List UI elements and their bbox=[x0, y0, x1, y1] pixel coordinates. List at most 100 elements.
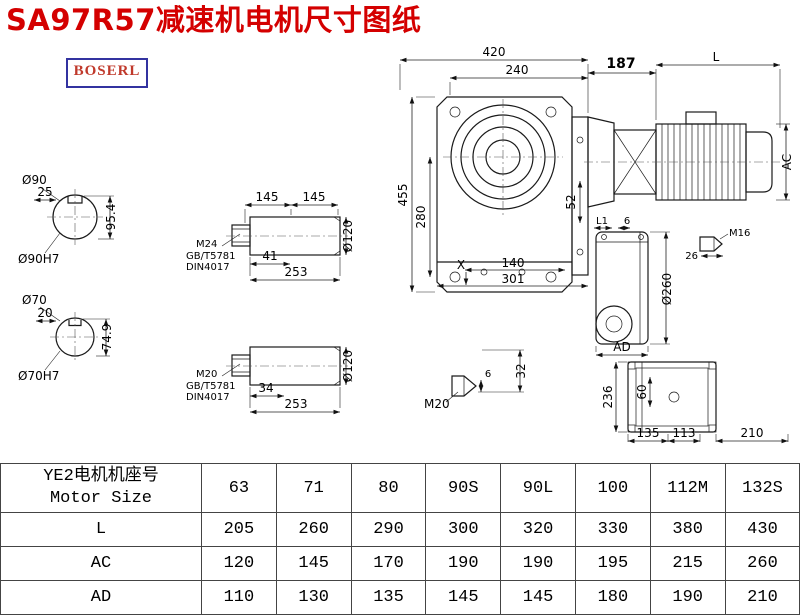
table-cell: 380 bbox=[649, 512, 726, 547]
table-cell: 170 bbox=[350, 546, 427, 581]
motor-side-view bbox=[584, 111, 780, 208]
table-cell: 320 bbox=[500, 512, 576, 547]
label-m24: M24 bbox=[196, 239, 217, 250]
dim-280: 280 bbox=[414, 206, 428, 229]
motor-size-col: 80 bbox=[350, 463, 427, 513]
motor-size-col: 112M bbox=[649, 463, 726, 513]
motor-dimensions: 187 L AC bbox=[588, 50, 794, 201]
dim-210: 210 bbox=[741, 426, 764, 440]
table-cell: 135 bbox=[350, 580, 427, 615]
dim-34: 34 bbox=[258, 381, 273, 395]
dim-6b: 6 bbox=[485, 369, 491, 380]
dim-113: 113 bbox=[673, 426, 696, 440]
technical-drawing: 420 240 455 280 52 140 301 X bbox=[18, 45, 794, 444]
table-header-cell: YE2电机机座号 Motor Size bbox=[0, 463, 202, 513]
table-row-AC: AC 120 145 170 190 190 195 215 260 bbox=[0, 546, 800, 581]
table-cell: 180 bbox=[574, 580, 651, 615]
boserl-logo: BOSERL bbox=[66, 58, 148, 88]
table-cell: 110 bbox=[201, 580, 277, 615]
page-title: SA97R57减速机电机尺寸图纸 bbox=[6, 3, 422, 37]
label-dia70: Ø70 bbox=[22, 293, 47, 307]
dim-L: L bbox=[713, 50, 720, 64]
pin-detail: 6 32 M20 bbox=[424, 349, 528, 411]
shaft-detail-bottom: Ø120 M20 GB/T5781 DIN4017 34 253 bbox=[186, 346, 355, 415]
row-label: AC bbox=[0, 546, 202, 581]
motor-dimension-table: YE2电机机座号 Motor Size 63 71 80 90S 90L 100… bbox=[0, 463, 800, 615]
motor-size-col: 100 bbox=[574, 463, 651, 513]
dim-dia120-2: Ø120 bbox=[341, 350, 355, 382]
dim-140: 140 bbox=[502, 256, 525, 270]
dim-135: 135 bbox=[637, 426, 660, 440]
motor-size-col: 63 bbox=[201, 463, 277, 513]
dim-26: 26 bbox=[685, 251, 698, 262]
dim-187: 187 bbox=[606, 56, 635, 72]
dim-L1: L1 bbox=[596, 216, 608, 227]
dim-301: 301 bbox=[502, 272, 525, 286]
label-m16: M16 bbox=[729, 228, 750, 239]
motor-size-col: 90L bbox=[500, 463, 576, 513]
dim-240: 240 bbox=[506, 63, 529, 77]
table-row-L: L 205 260 290 300 320 330 380 430 bbox=[0, 512, 800, 547]
dim-455: 455 bbox=[396, 184, 410, 207]
shaft-end-view-70: Ø70 20 74.9 Ø70H7 bbox=[18, 293, 114, 383]
label-dia90h7: Ø90H7 bbox=[18, 252, 59, 266]
shaft-detail-top: 145 145 Ø120 M24 GB/T5781 DIN4017 41 253 bbox=[186, 190, 355, 283]
table-cell: 210 bbox=[724, 580, 800, 615]
gearbox-front-view bbox=[436, 96, 589, 293]
dim-253-1: 253 bbox=[285, 265, 308, 279]
table-header-en: Motor Size bbox=[49, 489, 153, 508]
table-header-cn: YE2电机机座号 bbox=[43, 467, 159, 486]
table-cell: 145 bbox=[425, 580, 502, 615]
table-cell: 430 bbox=[724, 512, 800, 547]
dim-AC: AC bbox=[780, 154, 794, 170]
dim-6a: 6 bbox=[624, 216, 630, 227]
table-cell: 190 bbox=[649, 580, 726, 615]
stud-detail: M16 26 bbox=[685, 228, 750, 262]
dim-AD: AD bbox=[613, 340, 630, 354]
label-m20: M20 bbox=[196, 369, 217, 380]
row-label: AD bbox=[0, 580, 202, 615]
table-cell: 130 bbox=[275, 580, 352, 615]
dim-420: 420 bbox=[483, 45, 506, 59]
row-label: L bbox=[0, 512, 202, 547]
table-cell: 120 bbox=[201, 546, 277, 581]
table-cell: 215 bbox=[649, 546, 726, 581]
dim-dia260: Ø260 bbox=[660, 273, 674, 305]
label-gb2: GB/T5781 bbox=[186, 381, 236, 392]
table-cell: 330 bbox=[574, 512, 651, 547]
dim-74-9: 74.9 bbox=[100, 324, 114, 351]
label-dia70h7: Ø70H7 bbox=[18, 369, 59, 383]
motor-size-col: 132S bbox=[724, 463, 800, 513]
dim-32: 32 bbox=[514, 363, 528, 378]
dim-145-2: 145 bbox=[303, 190, 326, 204]
table-header-row: YE2电机机座号 Motor Size 63 71 80 90S 90L 100… bbox=[0, 463, 800, 513]
table-cell: 145 bbox=[275, 546, 352, 581]
dim-41: 41 bbox=[262, 249, 277, 263]
motor-rear-view: 236 60 135 113 210 bbox=[601, 361, 789, 444]
table-cell: 300 bbox=[425, 512, 502, 547]
dim-25: 25 bbox=[37, 185, 52, 199]
dim-60: 60 bbox=[635, 384, 649, 399]
front-view-dimensions: 420 240 455 280 52 140 301 X bbox=[396, 45, 589, 293]
label-din2: DIN4017 bbox=[186, 392, 230, 403]
dim-236: 236 bbox=[601, 386, 615, 409]
table-cell: 195 bbox=[574, 546, 651, 581]
motor-size-col: 71 bbox=[275, 463, 352, 513]
table-cell: 260 bbox=[724, 546, 800, 581]
table-cell: 190 bbox=[425, 546, 502, 581]
dim-20: 20 bbox=[37, 306, 52, 320]
dim-52: 52 bbox=[564, 194, 578, 209]
gearbox-side-view: L1 6 Ø260 AD bbox=[594, 216, 674, 358]
label-m20b: M20 bbox=[424, 397, 450, 411]
table-cell: 290 bbox=[350, 512, 427, 547]
table-cell: 260 bbox=[275, 512, 352, 547]
dim-145-1: 145 bbox=[256, 190, 279, 204]
table-cell: 145 bbox=[500, 580, 576, 615]
dim-dia120-1: Ø120 bbox=[341, 220, 355, 252]
table-cell: 190 bbox=[500, 546, 576, 581]
dim-95-4: 95.4 bbox=[104, 204, 118, 231]
x-marker: X bbox=[457, 258, 465, 272]
motor-size-col: 90S bbox=[425, 463, 502, 513]
table-cell: 205 bbox=[201, 512, 277, 547]
